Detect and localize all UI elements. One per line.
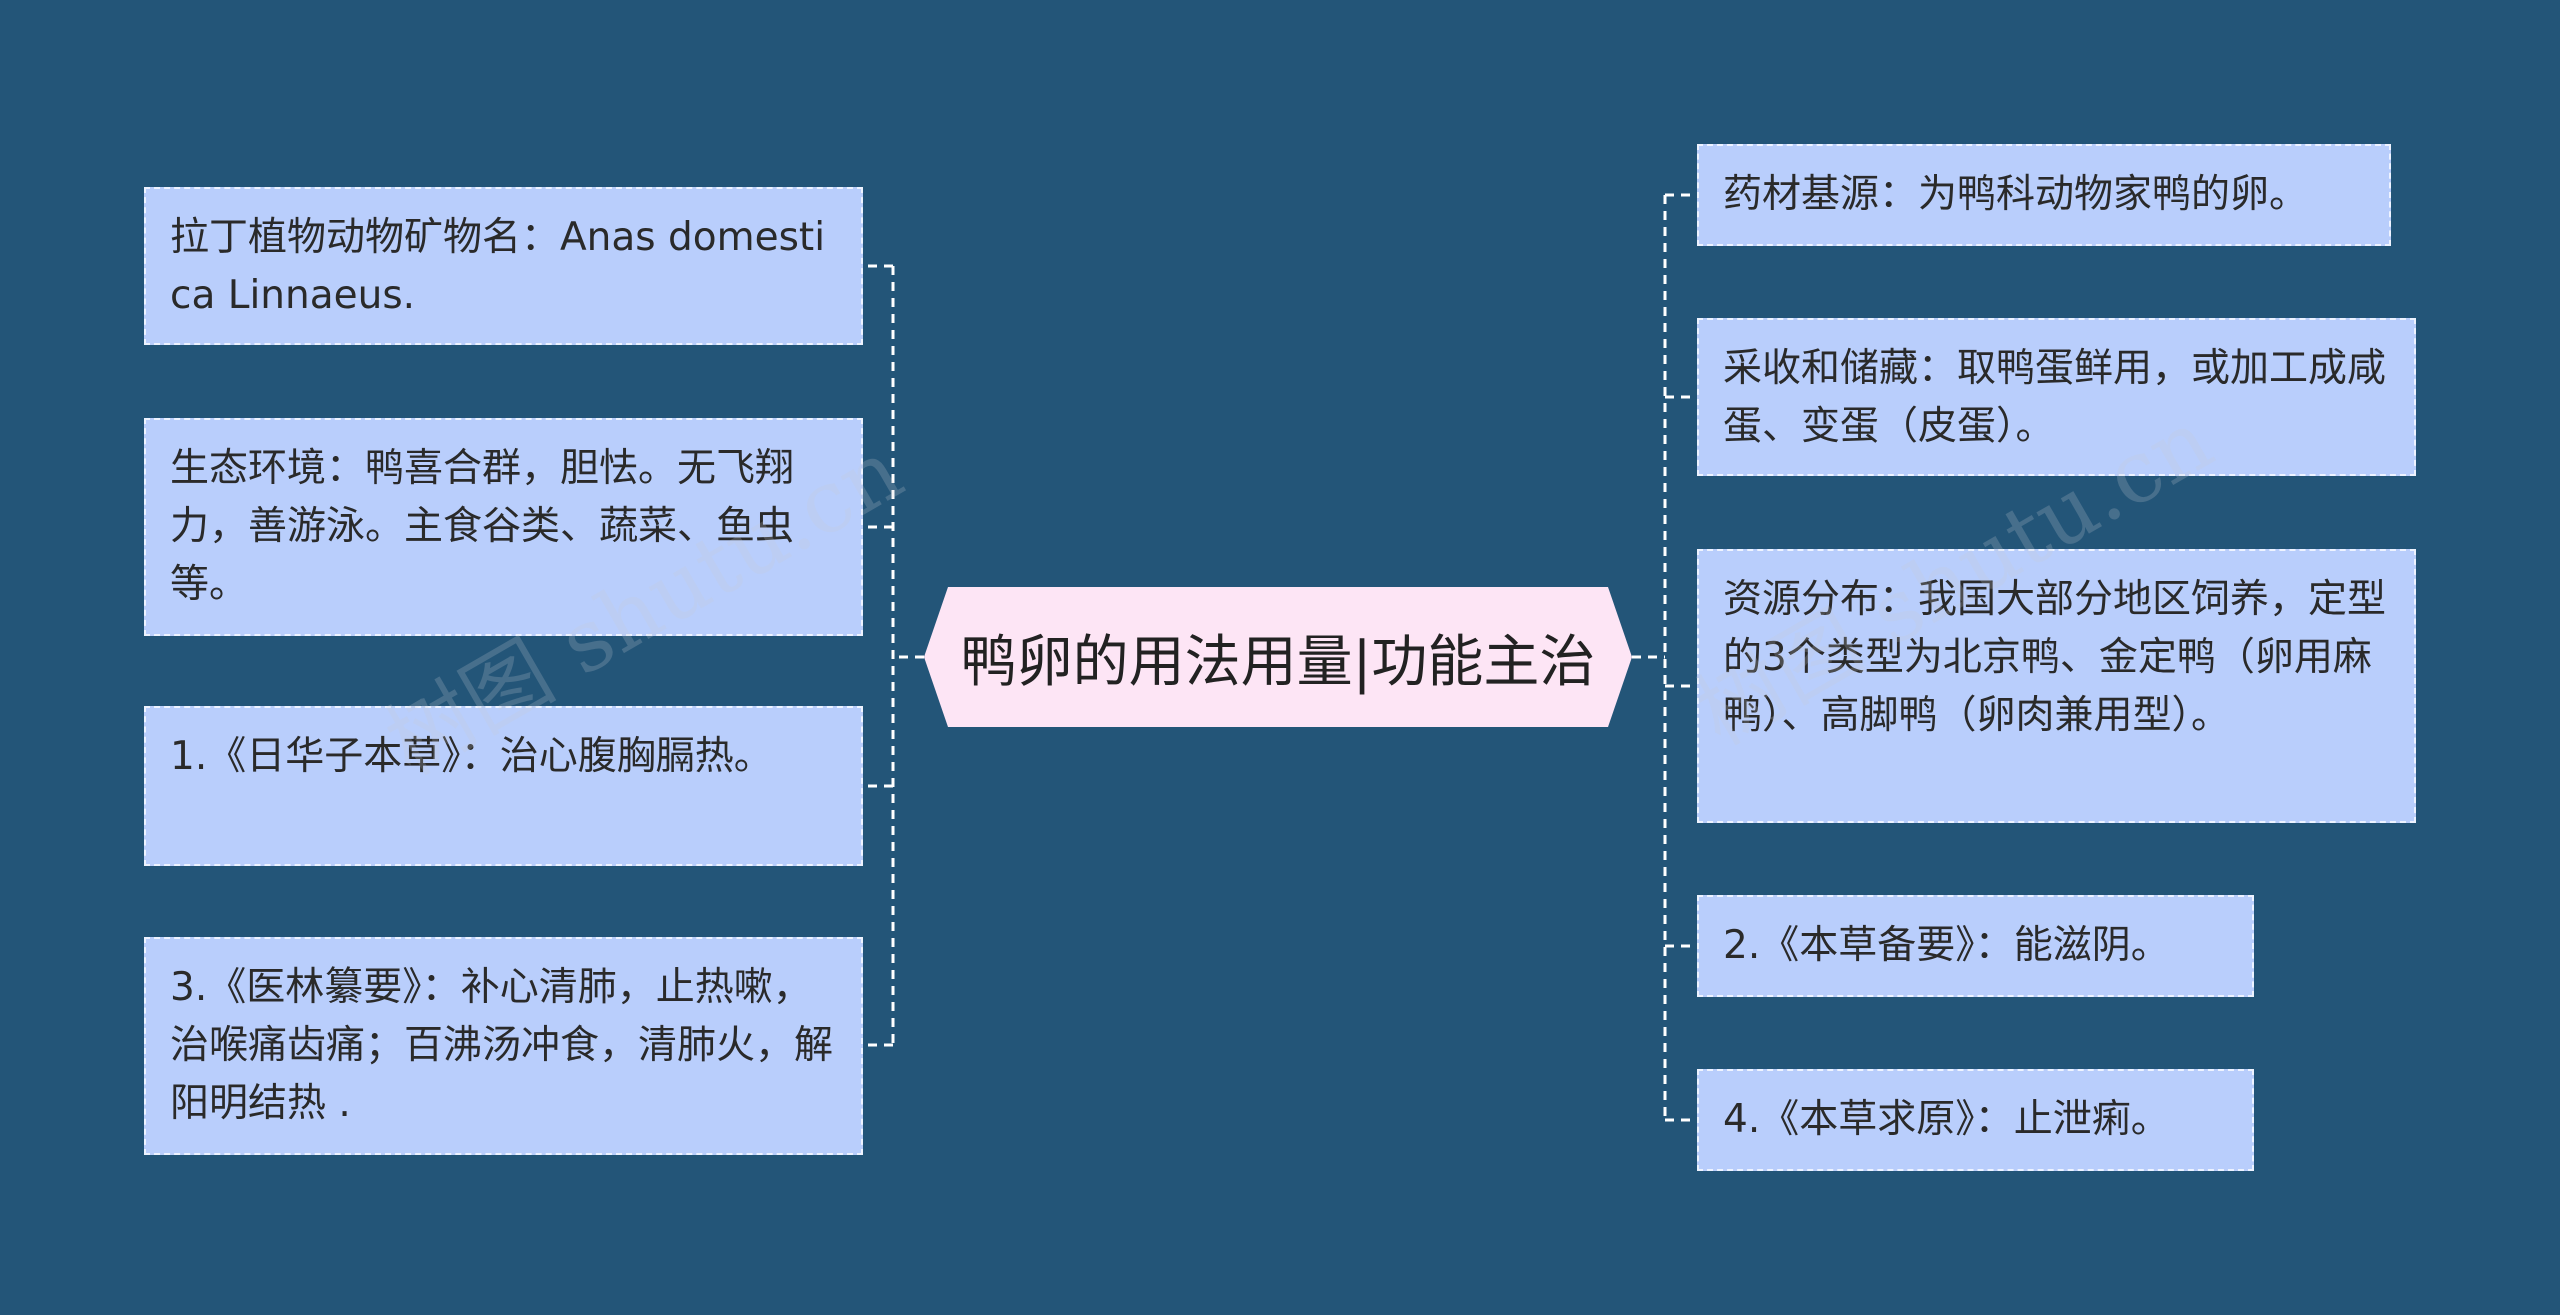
central-topic-label: 鸭卵的用法用量|功能主治	[960, 629, 1596, 695]
topic-harvest-storage[interactable]: 采收和储藏：取鸭蛋鲜用，或加工成咸蛋、变蛋（皮蛋）。	[1697, 318, 2416, 476]
topic-bencao-beiyao[interactable]: 2.《本草备要》：能滋阴。	[1697, 895, 2254, 997]
topic-rihuazi-bencao[interactable]: 1.《日华子本草》：治心腹胸膈热。	[144, 706, 863, 866]
topic-distribution[interactable]: 资源分布：我国大部分地区饲养，定型的3个类型为北京鸭、金定鸭（卵用麻鸭）、高脚鸭…	[1697, 549, 2416, 823]
topic-bencao-qiuyuan[interactable]: 4.《本草求原》：止泄痢。	[1697, 1069, 2254, 1171]
topic-ecology[interactable]: 生态环境：鸭喜合群，胆怯。无飞翔力，善游泳。主食谷类、蔬菜、鱼虫等。	[144, 418, 863, 636]
central-topic-shape[interactable]	[924, 587, 1632, 727]
topic-yilin-zuanyao[interactable]: 3.《医林纂要》：补心清肺，止热嗽，治喉痛齿痛；百沸汤冲食，清肺火，解阳明结热 …	[144, 937, 863, 1155]
topic-latin-name[interactable]: 拉丁植物动物矿物名：Anas domestica Linnaeus.	[144, 187, 863, 345]
topic-medicinal-source[interactable]: 药材基源：为鸭科动物家鸭的卵。	[1697, 144, 2391, 246]
